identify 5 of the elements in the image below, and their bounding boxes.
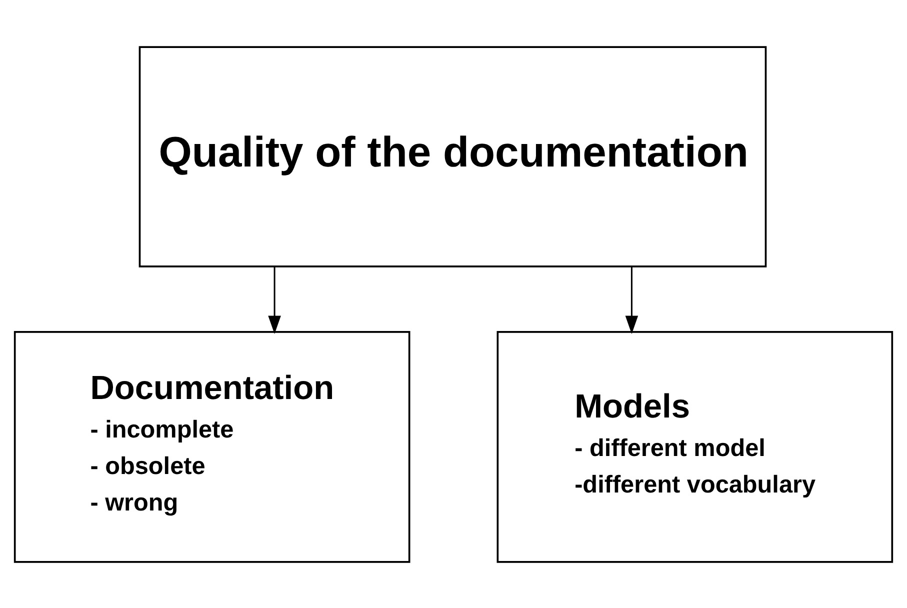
- node-box: Quality of the documentation: [138, 46, 767, 267]
- arrow: [268, 266, 281, 334]
- node-box: Documentation - incomplete - obsolete - wrong: [14, 330, 410, 562]
- node-box: Models - different model -different vocabulary: [496, 330, 894, 562]
- arrow: [625, 266, 638, 334]
